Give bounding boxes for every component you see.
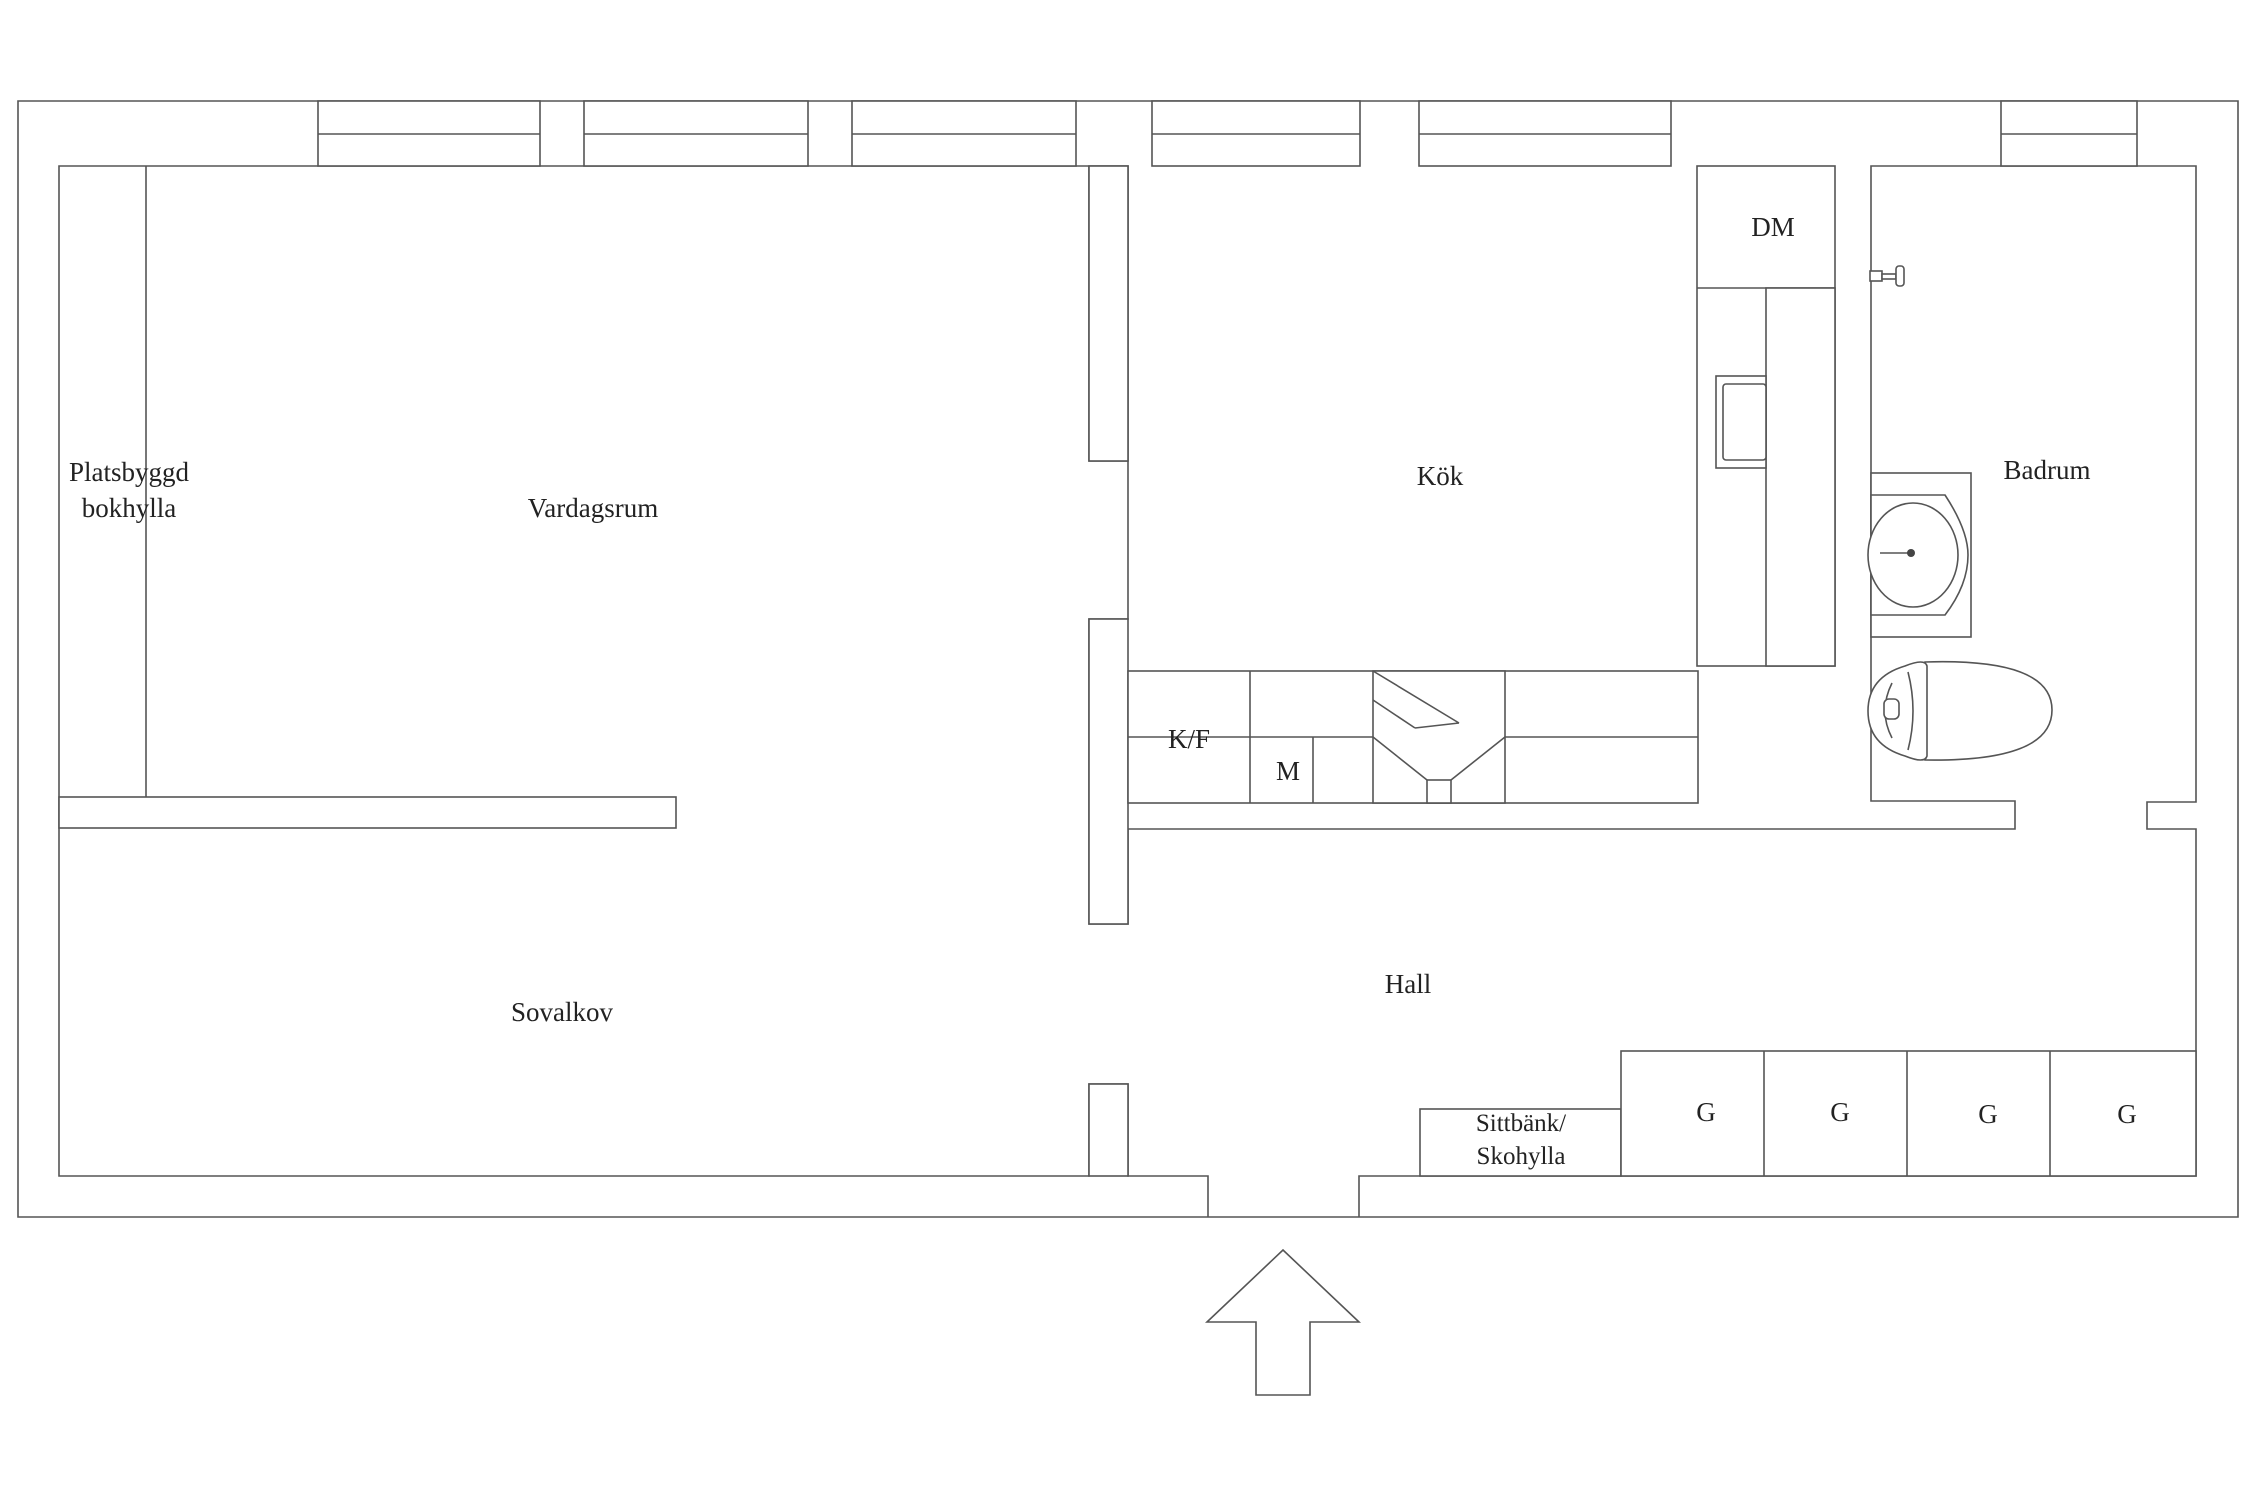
hall-label: Hall <box>1385 969 1432 999</box>
bookshelf-label-line1: Platsbyggd <box>69 457 190 487</box>
bathroom-fixtures <box>1867 472 1972 638</box>
wardrobe-label-4: G <box>2117 1099 2137 1129</box>
bench-label-line2: Skohylla <box>1477 1143 1566 1170</box>
entrance-arrow-icon <box>1204 1248 1362 1396</box>
bench-label-line1: Sittbänk/ <box>1476 1110 1566 1137</box>
bedroom-label: Sovalkov <box>511 997 614 1027</box>
wardrobes <box>1620 1050 2197 1177</box>
toilet-icon <box>1867 660 2053 761</box>
dishwasher-label: DM <box>1751 212 1795 242</box>
windows <box>317 100 2138 167</box>
fridge-freezer-label: K/F <box>1168 724 1210 754</box>
bathroom-label: Badrum <box>2004 455 2091 485</box>
towel-hook-icon <box>1869 265 1905 287</box>
living-room-label: Vardagsrum <box>528 493 658 523</box>
microwave-label: M <box>1276 756 1300 786</box>
wardrobe-label-1: G <box>1696 1097 1716 1127</box>
bench-shoe-shelf <box>1419 1108 1622 1177</box>
kitchen-sink-icon <box>1715 375 1767 469</box>
stove-icon <box>1372 670 1506 804</box>
wall-living-bedroom <box>58 796 677 829</box>
wall-lower-divider <box>1088 618 1129 925</box>
wall-upper-divider <box>1088 165 1129 462</box>
kitchen-label: Kök <box>1417 461 1464 491</box>
wardrobe-label-3: G <box>1978 1099 1998 1129</box>
wall-bedroom-hall <box>1088 1083 1129 1177</box>
wardrobe-label-2: G <box>1830 1097 1850 1127</box>
bookshelf-label-line2: bokhylla <box>82 493 177 523</box>
